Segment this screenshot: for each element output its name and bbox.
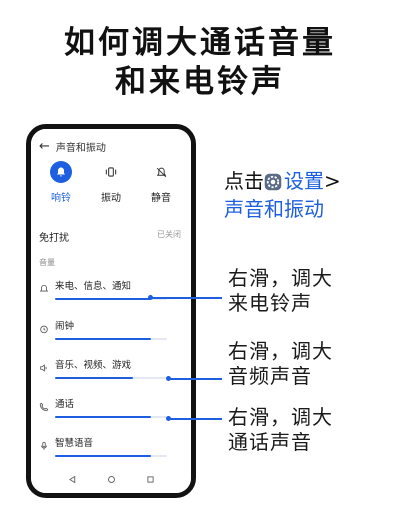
- mode-silent-label: 静音: [151, 193, 171, 204]
- mode-vibrate-label: 振动: [101, 193, 121, 204]
- call-pointer-dot: [166, 416, 171, 421]
- back-icon[interactable]: [66, 473, 78, 485]
- ringtone-pointer-line: [152, 297, 222, 299]
- mode-ring[interactable]: 响铃: [39, 161, 83, 204]
- bell-icon: [50, 161, 72, 183]
- mode-ring-label: 响铃: [51, 193, 71, 204]
- volume-row-label: 智慧语音: [55, 438, 94, 449]
- mode-silent[interactable]: 静音: [139, 161, 183, 204]
- callout-line-2: 音频声音: [228, 364, 312, 388]
- volume-row-media: 音乐、视频、游戏: [39, 358, 189, 388]
- recent-apps-icon[interactable]: [144, 473, 156, 485]
- ringtone-pointer-dot: [148, 295, 153, 300]
- call-callout: 右滑，调大 通话声音: [228, 405, 333, 455]
- media-volume-slider[interactable]: [55, 377, 167, 379]
- callout-line-1: 右滑，调大: [228, 266, 333, 290]
- mode-vibrate[interactable]: 振动: [89, 161, 133, 204]
- volume-row-label: 来电、信息、通知: [55, 281, 132, 292]
- phone-icon: [39, 397, 49, 412]
- slider-fill: [55, 416, 152, 418]
- bell-icon: [39, 279, 49, 292]
- media-pointer-dot: [166, 376, 171, 381]
- vibrate-icon: [100, 161, 122, 183]
- volume-row-assistant: 智慧语音: [39, 436, 189, 466]
- headline-line-2: 和来电铃声: [115, 64, 285, 100]
- bell-off-icon: [150, 161, 172, 183]
- back-arrow-icon[interactable]: ←: [39, 139, 50, 154]
- ringtone-volume-slider[interactable]: [55, 298, 167, 300]
- alarm-clock-icon: [39, 319, 49, 334]
- volume-row-label: 音乐、视频、游戏: [55, 360, 132, 371]
- media-pointer-line: [170, 378, 222, 380]
- slider-fill: [55, 338, 152, 340]
- headline-line-1: 如何调大通话音量: [64, 25, 336, 61]
- do-not-disturb-item[interactable]: 免打扰: [39, 233, 69, 244]
- volume-row-alarm: 闹钟: [39, 319, 189, 349]
- sound-mode-selector: 响铃 振动 静音: [31, 161, 191, 209]
- speaker-icon: [39, 358, 49, 372]
- path-prefix: 点击: [224, 169, 264, 193]
- volume-row-label: 通话: [55, 399, 75, 410]
- volume-row-label: 闹钟: [55, 321, 75, 332]
- callout-line-2: 来电铃声: [228, 291, 312, 315]
- slider-fill: [55, 455, 152, 457]
- settings-path-callout: 点击设置> 声音和振动: [224, 167, 341, 223]
- settings-screen: ← 声音和振动 响铃 振动 静音 免打扰: [31, 129, 191, 493]
- callout-line-1: 右滑，调大: [228, 339, 333, 363]
- system-nav-bar: [31, 473, 191, 487]
- path-settings: 设置: [284, 169, 324, 193]
- call-pointer-line: [170, 418, 222, 420]
- phone-frame: ← 声音和振动 响铃 振动 静音 免打扰: [26, 124, 196, 498]
- slider-fill: [55, 377, 134, 379]
- microphone-icon: [39, 436, 49, 450]
- path-separator: >: [324, 169, 341, 193]
- assistant-volume-slider[interactable]: [55, 455, 167, 457]
- call-volume-slider[interactable]: [55, 416, 167, 418]
- volume-row-ringtone: 来电、信息、通知: [39, 279, 189, 309]
- ringtone-callout: 右滑，调大 来电铃声: [228, 266, 333, 316]
- home-icon[interactable]: [105, 473, 117, 485]
- path-target: 声音和振动: [224, 197, 324, 221]
- volume-row-call: 通话: [39, 397, 189, 427]
- slider-fill: [55, 298, 152, 300]
- media-callout: 右滑，调大 音频声音: [228, 339, 333, 389]
- volume-section-label: 音量: [39, 258, 55, 267]
- callout-line-2: 通话声音: [228, 430, 312, 454]
- screen-header: ← 声音和振动: [39, 139, 106, 154]
- alarm-volume-slider[interactable]: [55, 338, 167, 340]
- screen-title: 声音和振动: [55, 143, 106, 154]
- settings-gear-icon: [264, 170, 282, 191]
- callout-line-1: 右滑，调大: [228, 405, 333, 429]
- do-not-disturb-status: 已关闭: [157, 230, 181, 239]
